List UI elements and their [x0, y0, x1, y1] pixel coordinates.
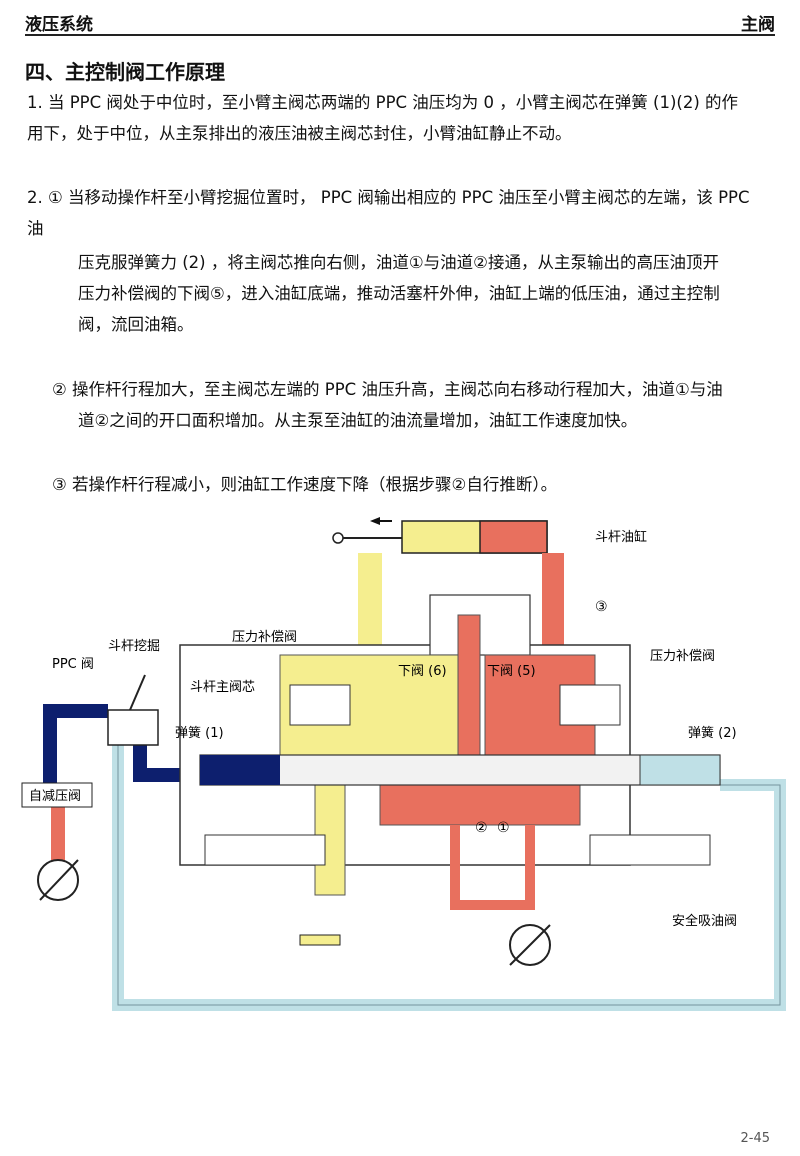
label-spool: 斗杆主阀芯 [190, 680, 255, 695]
label-safety: 安全吸油阀 [672, 913, 737, 929]
pilot-pump-arrow [39, 859, 79, 901]
hydraulic-diagram: 斗杆油缸 ③ PPC 阀 斗杆挖掘 压力补偿阀 压力补偿阀 斗杆主阀芯 下阀 (… [21, 517, 786, 1011]
label-spring1: 弹簧 (1) [175, 725, 224, 741]
motion-arrow [370, 517, 392, 525]
label-spring2: 弹簧 (2) [688, 725, 737, 741]
safety-valve-right [589, 834, 711, 866]
safety-valve-left [204, 834, 326, 866]
label-cylinder: 斗杆油缸 [595, 529, 647, 545]
para1-line2: 用下，处于中位，从主泵排出的液压油被主阀芯封住，小臂油缸静止不动。 [27, 124, 572, 143]
header-right: 主阀 [741, 15, 775, 35]
para2-line4: 压力补偿阀的下阀⑤，进入油缸底端，推动活塞杆外伸，油缸上端的低压油，通过主控制 [78, 284, 720, 303]
rod-eye [332, 532, 344, 544]
para3-line2: 道②之间的开口面积增加。从主泵至油缸的油流量增加，油缸工作速度加快。 [78, 411, 638, 430]
ppc-lever [129, 674, 146, 711]
reducing-valve-box [21, 782, 93, 808]
label-c2: ② [475, 820, 488, 836]
label-lower6: 下阀 (6) [398, 664, 447, 679]
para2-line3: 压克服弹簧力 (2) ，将主阀芯推向右侧，油道①与油道②接通，从主泵输出的高压油… [78, 253, 719, 272]
spring-left-chamber [200, 755, 280, 785]
para2-line2: 油 [27, 219, 44, 238]
main-pump-arrow [509, 924, 551, 966]
section-title: 四、主控制阀工作原理 [25, 60, 225, 84]
label-comp-left: 压力补偿阀 [232, 630, 297, 645]
ppc-valve-box [107, 709, 159, 746]
para3-line1: ② 操作杆行程加大，至主阀芯左端的 PPC 油压升高，主阀芯向右移动行程加大，油… [52, 380, 723, 399]
label-lower5: 下阀 (5) [487, 664, 536, 679]
drain-line-outline [117, 745, 781, 1006]
label-ppc-valve: PPC 阀 [52, 657, 94, 672]
para2-line1: 2. ① 当移动操作杆至小臂挖掘位置时， PPC 阀输出相应的 PPC 油压至小… [27, 188, 750, 207]
label-reducing: 自减压阀 [29, 789, 81, 804]
para4-line1: ③ 若操作杆行程减小，则油缸工作速度下降（根据步骤②自行推断）。 [52, 475, 558, 494]
spool [199, 754, 721, 786]
page-header: 液压系统 主阀 [25, 8, 775, 36]
hp-lower [379, 784, 581, 826]
label-bucket-dig: 斗杆挖掘 [108, 639, 160, 654]
pump-line [450, 825, 535, 910]
pilot-line-left [43, 704, 108, 805]
comp-valve-right [559, 684, 621, 726]
label-circle3: ③ [595, 599, 608, 615]
para1-line1: 1. 当 PPC 阀处于中位时，至小臂主阀芯两端的 PPC 油压均为 0 ，小臂… [27, 93, 739, 112]
comp-valve-left [289, 684, 351, 726]
hp-check-stem [457, 614, 481, 756]
cylinder-head-side [479, 520, 548, 554]
label-c1: ① [497, 820, 510, 836]
para2-line5: 阀，流回油箱。 [78, 315, 194, 334]
header-left: 液压系统 [25, 15, 93, 35]
page-number: 2-45 [740, 1131, 770, 1146]
tank [299, 934, 341, 946]
label-comp-right: 压力补偿阀 [650, 649, 715, 664]
spring-right-chamber [639, 754, 721, 786]
